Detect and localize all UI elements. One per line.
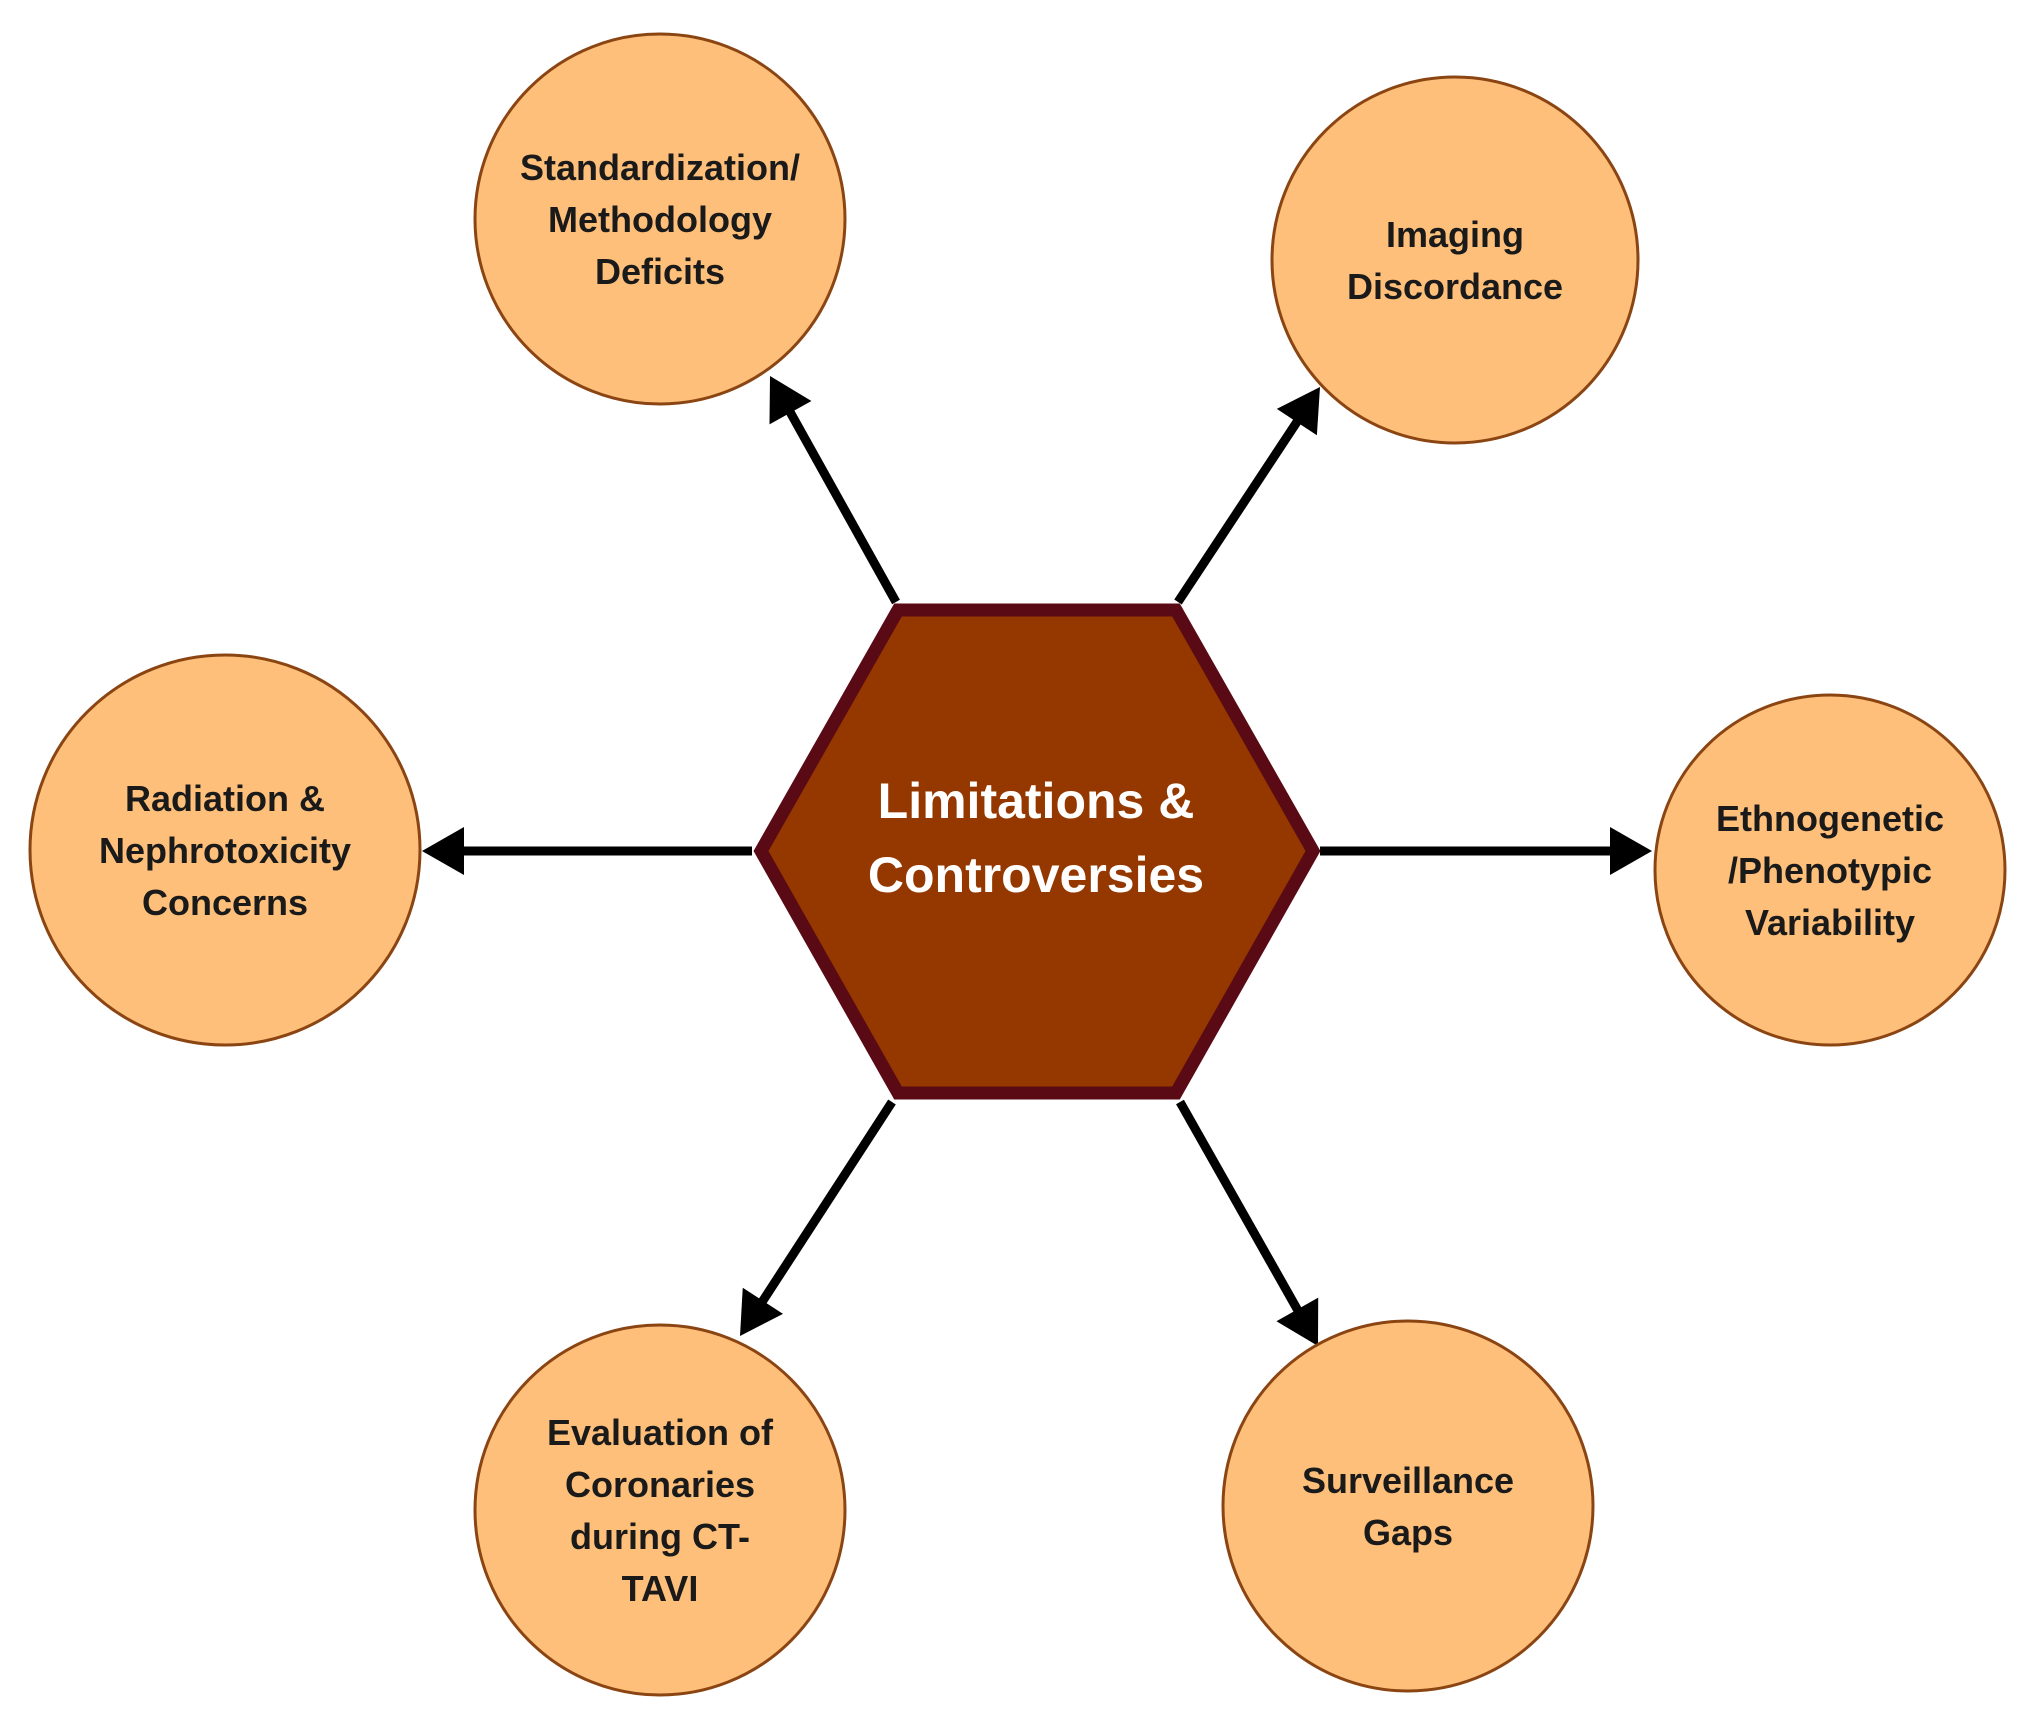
node-circle-coronaries xyxy=(473,1323,847,1697)
hub-title-line: Limitations & xyxy=(878,773,1195,829)
node-label-line: Discordance xyxy=(1347,266,1563,307)
arrowhead-surveillance xyxy=(1276,1297,1319,1346)
node-label-line: /Phenotypic xyxy=(1728,850,1932,891)
arrowhead-radiation xyxy=(422,827,464,875)
node-label-line: Methodology xyxy=(548,199,772,240)
node-circle-surveillance xyxy=(1221,1319,1595,1693)
node-label-line: Surveillance xyxy=(1302,1460,1514,1501)
node-coronaries: Evaluation of Coronaries during CT- TAVI xyxy=(473,1323,847,1697)
node-label-line: Deficits xyxy=(595,251,725,292)
connector-line-surveillance xyxy=(1176,1099,1303,1314)
connector-line-coronaries xyxy=(758,1099,896,1305)
hub-title-line: Controversies xyxy=(868,847,1204,903)
node-label-line: during CT- xyxy=(570,1516,750,1557)
arrowhead-coronaries xyxy=(740,1287,784,1336)
arrowhead-ethnogenetic xyxy=(1610,827,1652,875)
node-label-line: Radiation & xyxy=(125,778,325,819)
central-hexagon: Limitations & Controversies xyxy=(753,603,1321,1100)
node-label-line: Standardization/ xyxy=(520,147,800,188)
connector-line-standardization xyxy=(785,408,900,605)
node-label-line: Variability xyxy=(1745,902,1915,943)
connector-arrows xyxy=(422,376,1652,1346)
hub-hexagon xyxy=(753,603,1321,1100)
node-label-line: Coronaries xyxy=(565,1464,755,1505)
node-circle-ethnogenetic xyxy=(1653,693,2007,1047)
node-label-line: Nephrotoxicity xyxy=(99,830,351,871)
node-label-line: Concerns xyxy=(142,882,308,923)
node-label-line: Imaging xyxy=(1386,214,1524,255)
node-circle-imaging xyxy=(1270,75,1640,445)
arrowhead-imaging xyxy=(1276,387,1320,436)
node-label-line: TAVI xyxy=(622,1568,699,1609)
node-circle-radiation xyxy=(28,653,422,1047)
connector-line-imaging xyxy=(1174,417,1302,605)
node-label-line: Evaluation of xyxy=(547,1412,774,1453)
node-circle-standardization xyxy=(473,32,847,406)
node-label-line: Gaps xyxy=(1363,1512,1453,1553)
node-label-line: Ethnogenetic xyxy=(1716,798,1944,839)
arrowhead-standardization xyxy=(769,376,812,425)
